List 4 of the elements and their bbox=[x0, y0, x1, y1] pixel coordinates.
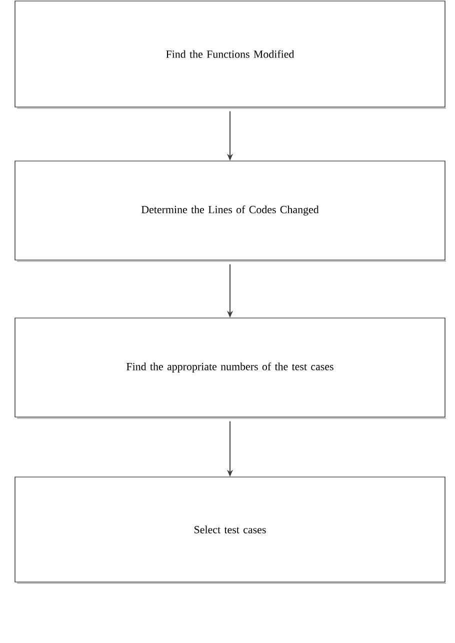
process-box: Find the Functions Modified bbox=[14, 0, 446, 109]
process-box: Select test cases bbox=[14, 476, 446, 584]
process-box: Find the appropriate numbers of the test cases bbox=[14, 318, 446, 419]
process-box: Determine the Lines of Codes Changed bbox=[14, 160, 446, 262]
